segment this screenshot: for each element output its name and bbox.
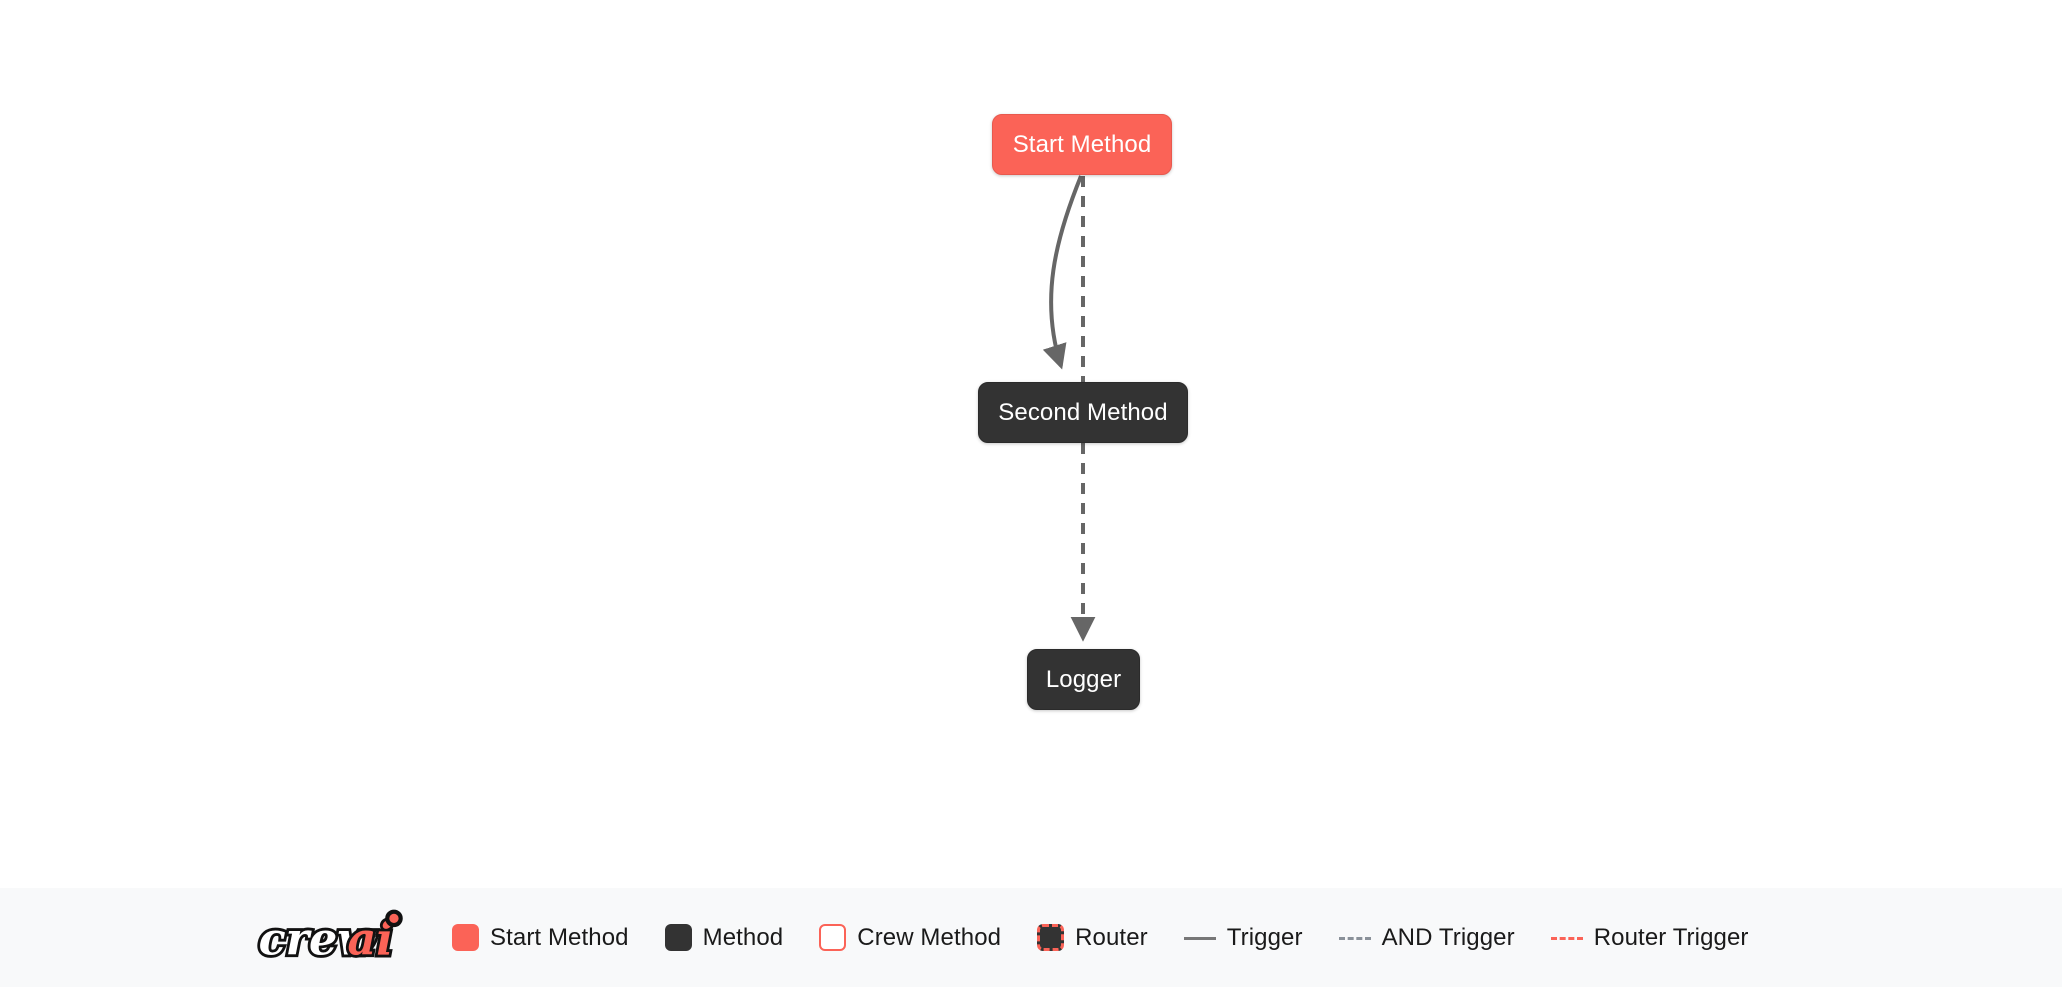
legend-item-router-trigger: Router Trigger: [1550, 923, 1749, 952]
legend-item-crew-method: Crew Method: [819, 924, 1001, 952]
legend-label: Router: [1075, 923, 1148, 951]
logo-text-crew: crew: [259, 913, 378, 965]
crewai-logo-svg: crew crew ai ai: [256, 909, 403, 968]
node-label: Second Method: [998, 398, 1168, 426]
legend-label: Router Trigger: [1593, 923, 1749, 951]
edge-start-method-to-second-method: [1042, 175, 1083, 370]
legend-label: Method: [702, 923, 784, 951]
crewai-logo: crew crew ai ai: [252, 907, 414, 969]
node-start-method[interactable]: Start Method: [992, 114, 1172, 175]
trigger-line-icon: [1183, 936, 1216, 940]
legend-item-method: Method: [664, 923, 784, 952]
logo-text-ai: ai: [347, 913, 393, 965]
node-second-method[interactable]: Second Method: [978, 382, 1188, 443]
flow-canvas[interactable]: Start Method Second Method Logger: [0, 0, 2062, 888]
router-swatch-icon: [1037, 924, 1065, 951]
logo-dot-icon: [385, 909, 403, 927]
and-trigger-line-icon: [1338, 936, 1371, 940]
legend-label: Start Method: [490, 923, 629, 951]
legend-item-and-trigger: AND Trigger: [1338, 923, 1515, 952]
node-logger[interactable]: Logger: [1027, 649, 1140, 710]
node-label: Logger: [1045, 665, 1122, 693]
legend-bar: crew crew ai ai Start Method Method Crew…: [0, 888, 2062, 987]
method-swatch-icon: [664, 924, 692, 951]
router-trigger-line-icon: [1550, 936, 1583, 940]
node-label: Start Method: [1012, 130, 1152, 158]
legend-item-router: Router: [1037, 924, 1148, 952]
logo-text-crew-outline: crew: [259, 913, 378, 965]
start-method-swatch-icon: [452, 924, 479, 951]
legend-label: AND Trigger: [1381, 923, 1515, 951]
legend-item-start-method: Start Method: [452, 924, 629, 952]
crew-method-swatch-icon: [819, 924, 847, 951]
legend-label: Trigger: [1226, 923, 1303, 951]
legend-label: Crew Method: [857, 923, 1002, 951]
legend-item-trigger: Trigger: [1183, 923, 1303, 952]
